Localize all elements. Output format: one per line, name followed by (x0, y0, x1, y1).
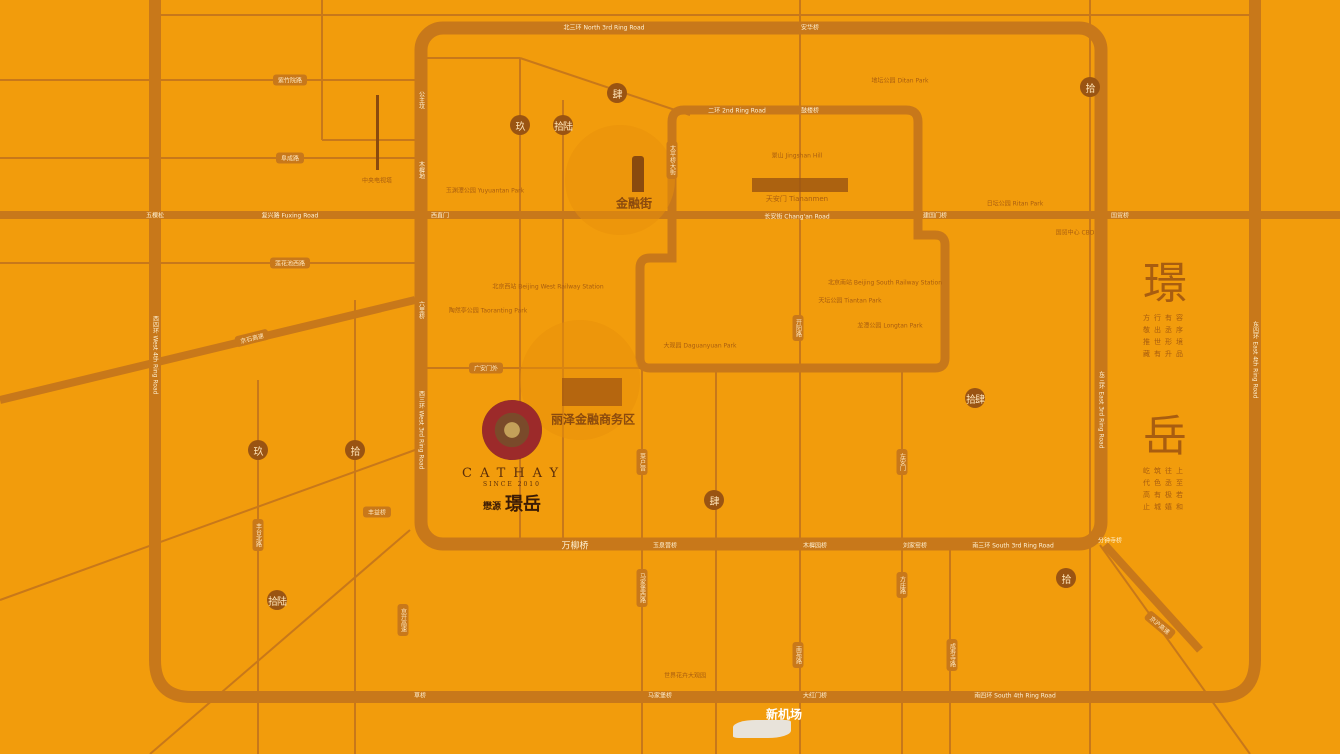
road-label-changan: 长安街 Chang'an Road (764, 213, 830, 221)
route-badge: 拾肆 (965, 388, 985, 408)
road-pill: 南苑路 (792, 642, 804, 668)
bridge-label: 马家堡桥 (647, 692, 673, 700)
bridge-label: 草桥 (413, 692, 427, 700)
cctv-tower-icon (376, 95, 379, 170)
road-pill: 开阳路 (792, 315, 804, 341)
road-pill: 菜户营 (636, 449, 648, 475)
road-label-north-3rd-ring: 北三环 North 3rd Ring Road (563, 24, 645, 32)
tiananmen-gate-icon (752, 178, 848, 192)
side-panel-yue: 岳 屹筑往上 代色丞至 高有极若 止城嬉和 (1130, 415, 1200, 513)
side-poem-1: 方行有容 敬出丞序 推世形境 藏有升品 (1143, 314, 1187, 358)
bridge-label: 玉泉营桥 (652, 542, 678, 550)
bridge-label: 公主坟 (417, 91, 425, 109)
landmark-tiananmen: 天安门 Tiananmen (765, 195, 829, 203)
brand-project-name: 璟岳 (505, 494, 541, 515)
lize-skyline-icon (562, 378, 622, 406)
bridge-label: 西直门 (430, 212, 450, 220)
road-pill: 左安门 (896, 449, 908, 475)
landmark-new-airport: 新机场 (765, 707, 803, 722)
landmark-world-park: 世界花卉大观园 (663, 672, 707, 680)
road-label-west-3rd-ring: 西三环 West 3rd Ring Road (417, 390, 425, 470)
route-badge: 玖 (510, 115, 530, 135)
financial-street-tower-icon (632, 156, 644, 192)
landmark-ritan: 日坛公园 Ritan Park (986, 200, 1044, 208)
route-badge: 拾 (1056, 568, 1076, 588)
route-badge: 肆 (607, 83, 627, 103)
bridge-label: 建国门桥 (922, 212, 948, 220)
landmark-tiantan: 天坛公园 Tiantan Park (818, 297, 882, 305)
route-badge: 拾陆 (553, 115, 573, 135)
route-badge: 玖 (248, 440, 268, 460)
road-pill: 京开高速 (397, 604, 409, 636)
road-label-east-4th-ring: 东四环 East 4th Ring Road (1251, 321, 1259, 399)
road-pill: 丰台北路 (252, 519, 264, 551)
bridge-label: 木樨园桥 (802, 542, 828, 550)
road-label-east-3rd-ring: 东三环 East 3rd Ring Road (1097, 371, 1105, 449)
side-poem-2: 屹筑往上 代色丞至 高有极若 止城嬉和 (1143, 467, 1187, 511)
road-label-south-3rd-ring: 南三环 South 3rd Ring Road (972, 542, 1054, 550)
road-pill: 丰益桥 (362, 506, 392, 518)
side-panel-jing: 璟 方行有容 敬出丞序 推世形境 藏有升品 (1130, 262, 1200, 360)
landmark-financial-street: 金融街 (615, 196, 653, 211)
landmark-cctv-tower: 中央电视塔 (361, 177, 393, 185)
route-badge: 拾 (1080, 77, 1100, 97)
bridge-label: 六里桥 (417, 301, 425, 319)
bridge-label: 五棵松 (145, 212, 165, 220)
road-label-fuxing: 复兴路 Fuxing Road (261, 212, 319, 220)
landmark-yuyuantan: 玉渊潭公园 Yuyuantan Park (445, 187, 525, 195)
road-pill: 马家堡西路 (636, 569, 648, 607)
bridge-label: 大红门桥 (802, 692, 828, 700)
bridge-label: 万柳桥 (561, 541, 589, 552)
bridge-label: 鼓楼桥 (800, 107, 820, 115)
landmark-longtan: 龙潭公园 Longtan Park (857, 322, 923, 330)
bridge-label: 分钟寺桥 (1097, 537, 1123, 545)
side-char-yue: 岳 (1143, 411, 1187, 462)
route-badge: 拾陆 (267, 590, 287, 610)
landmark-jingshan: 景山 Jingshan Hill (771, 152, 823, 160)
road-label-south-4th-ring: 南四环 South 4th Ring Road (974, 692, 1056, 700)
road-pill: 成寿寺路 (946, 639, 958, 671)
emblem-icon (482, 400, 542, 460)
landmark-beijing-west: 北京西站 Beijing West Railway Station (492, 283, 604, 291)
landmark-lize: 丽泽金融商务区 (550, 412, 636, 427)
landmark-guomao: 国贸中心 CBD (1055, 229, 1095, 237)
brand-name-cn: 懋源璟岳 (462, 490, 562, 516)
road-label-west-4th-ring: 西四环 West 4th Ring Road (151, 315, 159, 395)
road-pill: 方庄路 (896, 572, 908, 598)
bridge-label: 刘家窑桥 (902, 542, 928, 550)
brand-prefix: 懋源 (482, 501, 501, 512)
landmark-beijing-south: 北京南站 Beijing South Railway Station (827, 279, 943, 287)
cathay-logo: CATHAY SINCE 2010 懋源璟岳 (462, 400, 562, 516)
road-pill: 紫竹院路 (272, 74, 308, 86)
road-pill: 广安门外 (468, 362, 504, 374)
route-badge: 拾 (345, 440, 365, 460)
brand-name-en: CATHAY (462, 466, 567, 481)
landmark-ditan: 地坛公园 Ditan Park (871, 77, 929, 85)
route-badge: 肆 (704, 490, 724, 510)
landmark-daguanyuan: 大观园 Daguanyuan Park (663, 342, 737, 350)
bridge-label: 木樨地 (417, 161, 425, 179)
airport-icon (733, 720, 791, 738)
side-char-jing: 璟 (1143, 258, 1187, 309)
road-label-2nd-ring: 二环 2nd Ring Road (708, 107, 766, 115)
road-pill: 太平桥大街 (666, 141, 678, 179)
brand-since: SINCE 2010 (483, 481, 541, 488)
bridge-label: 安华桥 (800, 24, 820, 32)
road-pill: 阜成路 (275, 152, 305, 164)
landmark-taoranting: 陶然亭公园 Taoranting Park (448, 307, 528, 315)
bridge-label: 国贸桥 (1110, 212, 1130, 220)
road-pill: 莲花池西路 (269, 257, 311, 269)
